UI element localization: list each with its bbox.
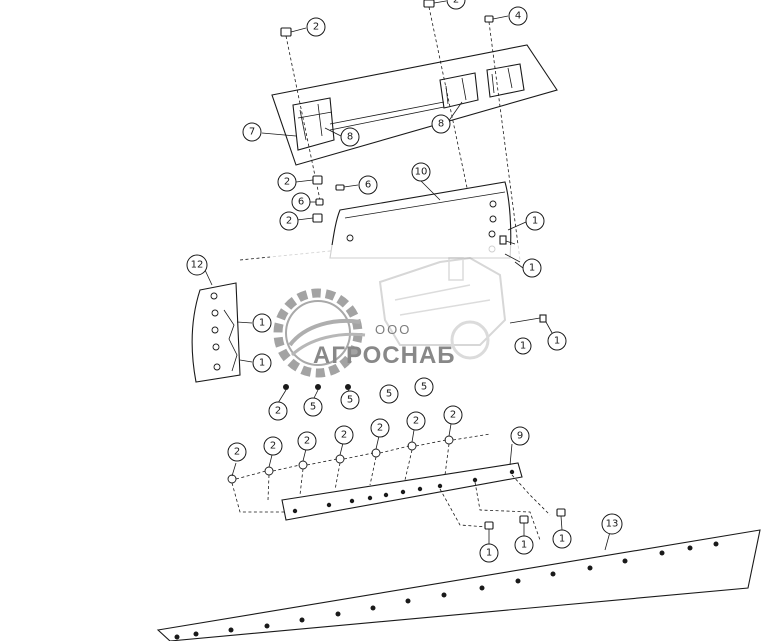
watermark-company-name: АГРОСНАБ	[313, 342, 456, 369]
svg-text:1: 1	[554, 336, 560, 347]
watermark-logo: ООО АГРОСНАБ	[270, 245, 535, 390]
callout-1-far-right: 1	[547, 331, 567, 351]
end-plate-part-12	[191, 282, 241, 383]
svg-text:10: 10	[415, 167, 428, 178]
callout-6-b: 6	[291, 192, 311, 212]
callout-2-bolt-4: 2	[334, 425, 354, 445]
mid-bolts	[283, 384, 351, 390]
callout-5-a: 5	[303, 397, 323, 417]
callout-2-bolt-5: 2	[370, 418, 390, 438]
bottom-bolts	[484, 508, 566, 530]
svg-text:2: 2	[234, 447, 240, 458]
callout-2-bolt-1: 2	[227, 442, 247, 462]
callout-1-left-a: 1	[252, 313, 272, 333]
svg-text:8: 8	[347, 132, 353, 143]
callout-7: 7	[242, 122, 262, 142]
svg-text:2: 2	[270, 441, 276, 452]
callout-1-center: 1	[514, 337, 532, 355]
callout-2-top-left: 2	[306, 17, 326, 37]
nut-row	[227, 433, 491, 513]
svg-text:2: 2	[284, 177, 290, 188]
bracket-left	[292, 97, 335, 151]
callout-2-row-a: 2	[268, 401, 288, 421]
svg-text:2: 2	[453, 0, 459, 6]
callout-8-left: 8	[340, 127, 360, 147]
bracket-right	[486, 63, 525, 98]
callout-5-d: 5	[414, 377, 434, 397]
svg-text:1: 1	[486, 548, 492, 559]
harvester-icon	[378, 256, 507, 360]
callout-6-a: 6	[358, 175, 378, 195]
callout-1-right-mid: 1	[522, 258, 542, 278]
gear-icon	[273, 288, 366, 378]
callout-2-bolt-2: 2	[263, 436, 283, 456]
callout-2-bolt-6: 2	[406, 411, 426, 431]
svg-text:1: 1	[259, 358, 265, 369]
svg-text:7: 7	[249, 127, 255, 138]
svg-text:1: 1	[532, 216, 538, 227]
callout-13: 13	[601, 513, 623, 535]
svg-text:2: 2	[341, 430, 347, 441]
right-side-bolts	[499, 235, 547, 324]
svg-text:2: 2	[286, 216, 292, 227]
svg-text:8: 8	[438, 119, 444, 130]
callout-1-bottom-c: 1	[552, 529, 572, 549]
svg-text:2: 2	[304, 436, 310, 447]
svg-text:2: 2	[313, 22, 319, 33]
callout-10: 10	[411, 162, 431, 182]
mounting-plate-part-7	[271, 44, 558, 166]
callout-4: 4	[508, 6, 528, 26]
svg-text:1: 1	[259, 318, 265, 329]
svg-text:2: 2	[377, 423, 383, 434]
svg-text:5: 5	[310, 402, 316, 413]
svg-text:1: 1	[559, 534, 565, 545]
callout-2-bolt-3: 2	[297, 431, 317, 451]
callout-12: 12	[186, 254, 208, 276]
callout-2-bolt-7: 2	[443, 405, 463, 425]
svg-text:13: 13	[606, 519, 619, 530]
callout-2-a: 2	[277, 172, 297, 192]
callout-1-left-b: 1	[252, 353, 272, 373]
svg-text:12: 12	[191, 260, 204, 271]
svg-text:1: 1	[521, 540, 527, 551]
callout-5-b: 5	[340, 390, 360, 410]
callout-1-right-top: 1	[525, 211, 545, 231]
edge-bar-part-9	[281, 462, 551, 541]
callout-8-right: 8	[431, 114, 451, 134]
callout-2-top-right: 2	[446, 0, 466, 10]
blade-part-13	[156, 529, 761, 641]
svg-text:2: 2	[275, 406, 281, 417]
callout-2-b: 2	[279, 211, 299, 231]
callout-9: 9	[510, 426, 530, 446]
svg-text:9: 9	[517, 431, 523, 442]
svg-text:6: 6	[298, 197, 304, 208]
svg-text:2: 2	[450, 410, 456, 421]
svg-text:1: 1	[520, 341, 526, 352]
svg-text:5: 5	[347, 395, 353, 406]
svg-text:5: 5	[386, 389, 392, 400]
svg-text:4: 4	[515, 11, 521, 22]
callout-1-bottom-b: 1	[514, 535, 534, 555]
bracket-middle	[439, 72, 479, 109]
svg-text:2: 2	[413, 416, 419, 427]
callout-1-bottom-a: 1	[479, 543, 499, 563]
svg-text:6: 6	[365, 180, 371, 191]
svg-text:5: 5	[421, 382, 427, 393]
callout-5-c: 5	[379, 384, 399, 404]
watermark-prefix: ООО	[375, 322, 411, 337]
svg-text:1: 1	[529, 263, 535, 274]
